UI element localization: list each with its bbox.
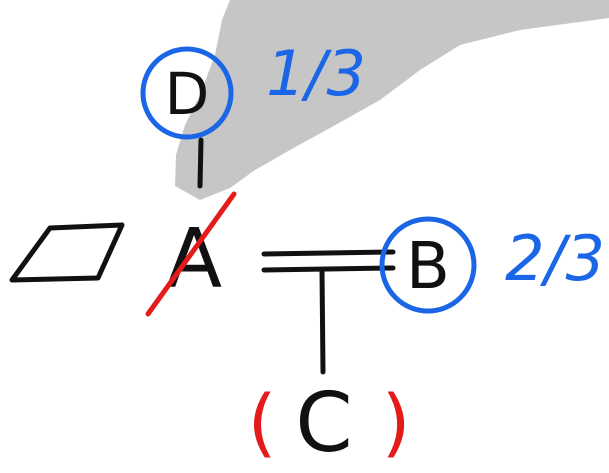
a-strike-mark [145,191,237,317]
bond-a-b-lower [261,265,396,273]
c-open-paren: ( [248,380,277,466]
fraction-d-label: 1/3 [266,37,366,110]
node-b-label: B [406,230,450,304]
b-circle [379,216,477,314]
bond-a-b-upper [261,249,396,257]
d-circle [140,46,234,140]
node-d-label: D [165,60,210,128]
parallelogram-shape [9,222,125,283]
bond-to-c [319,267,326,375]
c-close-paren: ) [382,380,411,466]
bond-a-d [197,137,204,189]
fraction-b-label: 2/3 [505,222,605,295]
node-c-label: C [295,376,352,471]
background-smudge [175,0,609,200]
